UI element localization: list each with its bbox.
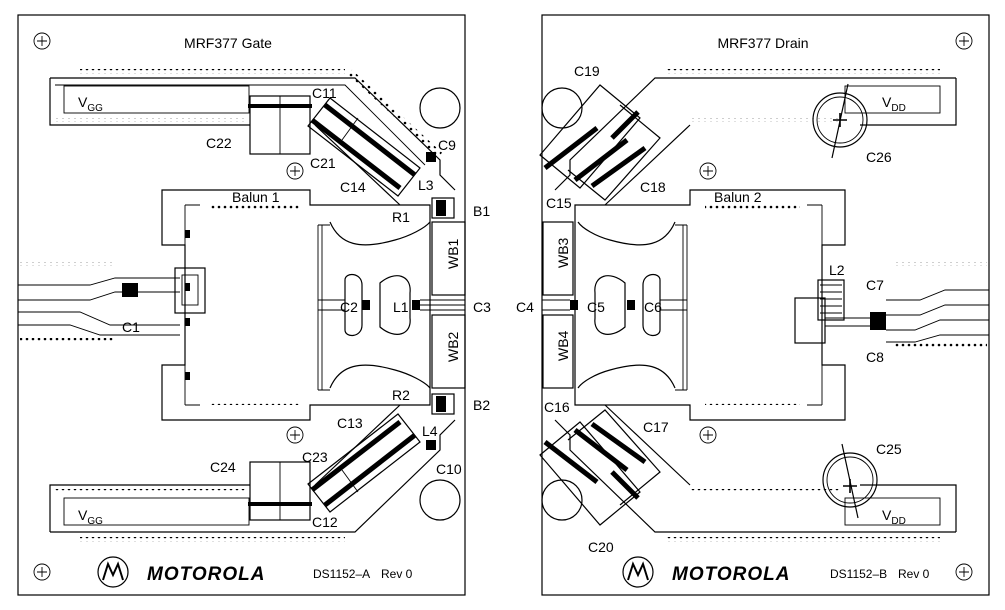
label-c12: C12 xyxy=(312,514,338,530)
output-trace xyxy=(886,289,989,343)
capacitor-c24 xyxy=(248,461,312,521)
label-c11: C11 xyxy=(312,85,337,101)
capacitor-c26 xyxy=(812,83,868,159)
label-c1: C1 xyxy=(122,319,140,335)
label-r2: R2 xyxy=(392,387,410,403)
motorola-logo-icon xyxy=(97,556,129,588)
label-c5: C5 xyxy=(587,299,605,315)
brand-name: MOTOROLA xyxy=(672,564,790,585)
doc-id: DS1152–A xyxy=(313,567,370,581)
via-pad-top xyxy=(419,87,461,129)
vdd-top-trace xyxy=(554,77,957,206)
capacitor-c5 xyxy=(570,300,578,310)
mounting-hole-icon xyxy=(33,563,51,581)
inductor-l1 xyxy=(412,300,420,310)
label-c18: C18 xyxy=(640,179,666,195)
mounting-hole-icon xyxy=(33,32,51,50)
balun-2-label: Balun 2 xyxy=(714,189,762,205)
brand-name: MOTOROLA xyxy=(147,564,265,585)
label-c9: C9 xyxy=(438,137,456,153)
label-b2: B2 xyxy=(473,397,490,413)
mounting-hole-icon xyxy=(286,162,304,180)
wire-bond-wb2 xyxy=(431,314,466,389)
label-l4: L4 xyxy=(422,423,438,439)
label-c22: C22 xyxy=(206,135,232,151)
drain-board-outline xyxy=(541,14,990,596)
mounting-hole-icon xyxy=(699,162,717,180)
capacitor-c25 xyxy=(822,443,878,519)
label-c15: C15 xyxy=(546,195,572,211)
capacitor-c11-c14 xyxy=(307,97,421,197)
capacitor-c10 xyxy=(426,440,436,450)
label-c2: C2 xyxy=(340,299,358,315)
drain-board-title: MRF377 Drain xyxy=(717,35,808,51)
label-c21: C21 xyxy=(310,155,336,171)
label-c19: C19 xyxy=(574,63,600,79)
motorola-logo-icon xyxy=(622,556,654,588)
label-wb1: WB1 xyxy=(445,238,461,269)
label-wb3: WB3 xyxy=(555,237,571,268)
doc-id: DS1152–B xyxy=(830,567,887,581)
label-c4: C4 xyxy=(516,299,534,315)
wire-bond-wb3 xyxy=(542,221,574,296)
balun-1-label: Balun 1 xyxy=(232,189,280,205)
label-c24: C24 xyxy=(210,459,236,475)
label-c10: C10 xyxy=(436,461,462,477)
mounting-hole-icon xyxy=(699,426,717,444)
inductor-l2 xyxy=(817,279,845,321)
label-c7: C7 xyxy=(866,277,884,293)
mounting-hole-icon xyxy=(955,563,973,581)
mounting-hole-icon xyxy=(286,426,304,444)
capacitor-c1 xyxy=(122,283,138,297)
capacitor-c22 xyxy=(248,95,312,155)
capacitor-c16-c17-c20 xyxy=(539,409,661,526)
label-wb4: WB4 xyxy=(555,330,571,361)
label-c8: C8 xyxy=(866,349,884,365)
wire-bond-wb4 xyxy=(542,314,574,389)
capacitor-c15-c18-c19 xyxy=(539,84,661,201)
drain-board: MRF377 Drain VDD VDD Balun 2 C19 C26 C18… xyxy=(516,14,990,596)
gate-board: MRF377 Gate VGG VGG Balun 1 C11 C22 C21 … xyxy=(17,14,491,596)
gate-board-title: MRF377 Gate xyxy=(184,35,272,51)
balun-1 xyxy=(161,189,431,421)
capacitor-c7-c8 xyxy=(870,312,886,330)
label-c20: C20 xyxy=(588,539,614,555)
via-pad-bottom xyxy=(541,479,583,521)
label-c16: C16 xyxy=(544,399,570,415)
vdd-bottom-trace xyxy=(554,404,957,533)
label-c26: C26 xyxy=(866,149,892,165)
label-c6: C6 xyxy=(644,299,662,315)
capacitor-c6 xyxy=(627,300,635,310)
label-c17: C17 xyxy=(643,419,669,435)
label-l2: L2 xyxy=(829,262,845,278)
connector-b1 xyxy=(436,200,446,216)
label-c14: C14 xyxy=(340,179,366,195)
revision: Rev 0 xyxy=(898,567,930,581)
balun-2 xyxy=(574,189,846,421)
vdd-top-label: VDD xyxy=(882,94,906,114)
label-c23: C23 xyxy=(302,449,328,465)
label-c13: C13 xyxy=(337,415,363,431)
vgg-top-label: VGG xyxy=(78,94,103,114)
via-pad-bottom xyxy=(419,479,461,521)
via-pad-top xyxy=(541,87,583,129)
capacitor-c9 xyxy=(426,152,436,162)
revision: Rev 0 xyxy=(381,567,413,581)
label-l1: L1 xyxy=(393,299,409,315)
label-c25: C25 xyxy=(876,441,902,457)
capacitor-c2 xyxy=(362,300,370,310)
label-c3: C3 xyxy=(473,299,491,315)
connector-b2 xyxy=(436,396,446,412)
label-l3: L3 xyxy=(418,177,434,193)
label-b1: B1 xyxy=(473,203,490,219)
wire-bond-wb1 xyxy=(431,221,466,296)
vgg-bottom-label: VGG xyxy=(78,507,103,527)
label-wb2: WB2 xyxy=(445,331,461,362)
capacitor-c12-c13 xyxy=(307,413,421,513)
mounting-hole-icon xyxy=(955,32,973,50)
label-r1: R1 xyxy=(392,209,410,225)
vdd-bottom-label: VDD xyxy=(882,507,906,527)
input-trace xyxy=(18,277,180,336)
